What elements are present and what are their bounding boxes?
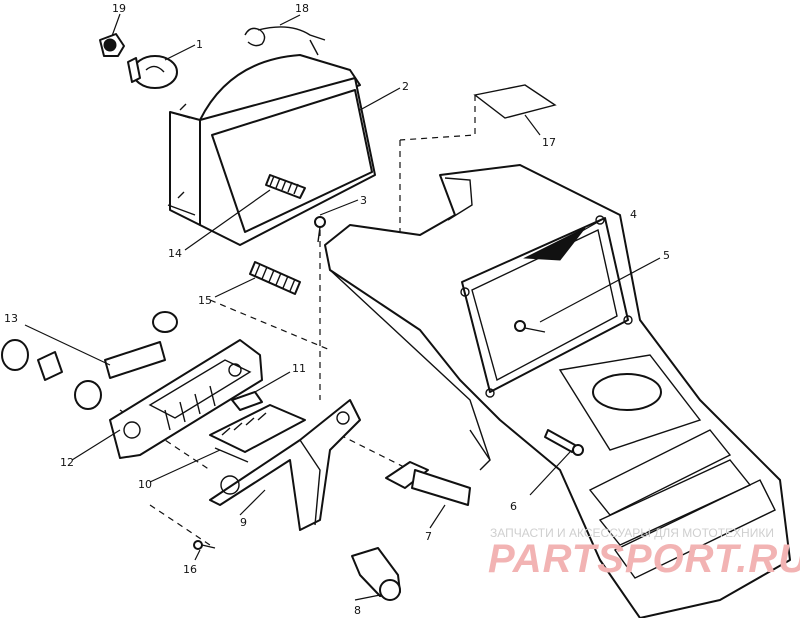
leader-lines (24, 13, 661, 601)
callout-3: 3 (360, 194, 367, 207)
callout-14: 14 (168, 247, 182, 260)
adjustment-spring-lower-part (249, 261, 301, 295)
adjustment-spring-upper-part (265, 174, 306, 199)
callout-17: 17 (542, 136, 556, 149)
screw-bracket-part (193, 540, 216, 550)
callout-16: 16 (183, 563, 197, 576)
callout-labels: 1 2 3 4 5 6 7 8 9 10 11 12 13 14 15 16 1… (4, 2, 670, 617)
terminal-block-part (209, 404, 306, 463)
watermark: ЗАПЧАСТИ И АКСЕССУАРЫ ДЛЯ МОТОТЕХНИКИ PA… (488, 526, 800, 581)
screw-console-part (544, 429, 584, 456)
screw-panel-part (514, 320, 546, 333)
callout-12: 12 (60, 456, 74, 469)
spring-clip-part (244, 26, 326, 56)
decal-part (473, 84, 557, 119)
watermark-brand-logo: PARTSPORT.RU (488, 537, 800, 581)
callout-10: 10 (138, 478, 152, 491)
bulb-socket-part (99, 33, 125, 57)
mounting-bracket-part (209, 399, 361, 531)
switch-part (385, 461, 471, 506)
callout-9: 9 (240, 516, 247, 529)
screw-upper-part (314, 216, 326, 243)
switch-panel-part (109, 339, 263, 459)
ignition-key-part (1, 311, 178, 410)
callout-11: 11 (292, 362, 306, 375)
callout-5: 5 (663, 249, 670, 262)
small-switch-part (231, 391, 263, 411)
callout-2: 2 (402, 80, 409, 93)
callout-4: 4 (630, 208, 637, 221)
callout-1: 1 (196, 38, 203, 51)
watermark-tagline: ЗАПЧАСТИ И АКСЕССУАРЫ ДЛЯ МОТОТЕХНИКИ (490, 526, 774, 540)
callout-18: 18 (295, 2, 309, 15)
dash-console-part (324, 164, 791, 618)
headlight-bulb-part (127, 55, 178, 89)
rubber-boot-part (351, 547, 401, 601)
callout-8: 8 (354, 604, 361, 617)
callout-7: 7 (425, 530, 432, 543)
callout-19: 19 (112, 2, 126, 15)
callout-6: 6 (510, 500, 517, 513)
callout-15: 15 (198, 294, 212, 307)
callout-13: 13 (4, 312, 18, 325)
headlight-housing-part (167, 54, 376, 246)
